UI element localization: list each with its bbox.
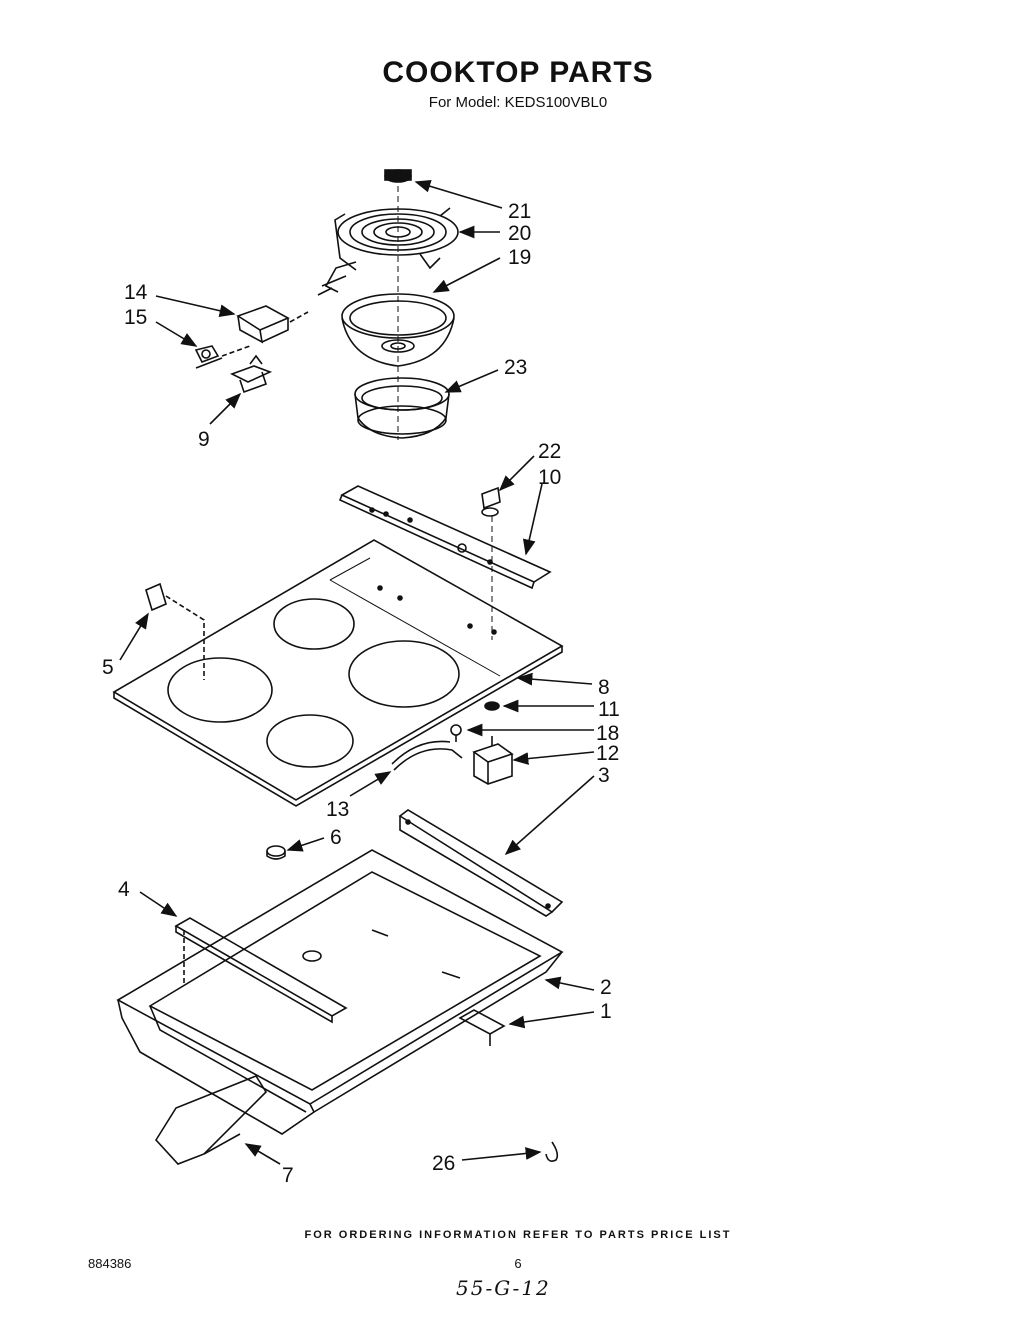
- callout-12: 12: [596, 742, 619, 765]
- part-18-nut: [450, 724, 462, 742]
- callout-5: 5: [102, 656, 114, 679]
- callout-20: 20: [508, 222, 531, 245]
- callout-19: 19: [508, 246, 531, 269]
- part-1-bracket: [458, 1009, 506, 1046]
- part-15-clip: [194, 345, 251, 369]
- callout-23: 23: [504, 356, 527, 379]
- part-7-channel: [154, 1075, 268, 1165]
- callout-14: 14: [124, 281, 148, 304]
- part-23-trim-ring: [354, 377, 450, 439]
- part-10-control-panel: [338, 485, 552, 590]
- part-4-bracket: [174, 917, 348, 1024]
- model-subtitle: For Model: KEDS100VBL0: [428, 94, 608, 111]
- part-21-cap: [384, 169, 412, 183]
- part-3-brace: [398, 809, 564, 917]
- part-5-thermostat: [145, 582, 205, 680]
- part-14-terminal-block: [236, 305, 309, 344]
- part-8-cooktop: [112, 539, 564, 807]
- callout-6: 6: [330, 826, 342, 849]
- handwritten-note: 55-G-12: [456, 1276, 551, 1300]
- callout-9: 9: [198, 428, 210, 451]
- callout-26: 26: [432, 1152, 455, 1175]
- callout-11: 11: [598, 698, 620, 721]
- callout-21: 21: [508, 200, 531, 223]
- callout-3: 3: [598, 764, 610, 787]
- callout-18: 18: [596, 722, 619, 745]
- callout-2: 2: [600, 976, 612, 999]
- document-number: 884386: [88, 1256, 132, 1271]
- callout-10: 10: [538, 466, 561, 489]
- part-9-receptacle: [229, 354, 273, 394]
- page-number: 6: [514, 1256, 522, 1271]
- callout-22: 22: [538, 440, 561, 463]
- page-title: COOKTOP PARTS: [382, 56, 654, 89]
- part-13-wire: [391, 740, 463, 771]
- callout-15: 15: [124, 306, 147, 329]
- part-11-washer: [484, 701, 500, 711]
- callout-4: 4: [118, 878, 130, 901]
- part-26-clip: [545, 1141, 559, 1162]
- part-22-knob: [481, 486, 501, 640]
- part-12-switch: [472, 736, 514, 785]
- callout-7: 7: [282, 1164, 294, 1187]
- part-6-plug: [266, 845, 286, 860]
- callout-1: 1: [600, 1000, 612, 1023]
- part-20-surface-element: [317, 207, 459, 296]
- part-2-burner-box: [116, 849, 564, 1135]
- callout-13: 13: [326, 798, 349, 821]
- ordering-note: FOR ORDERING INFORMATION REFER TO PARTS …: [304, 1229, 732, 1241]
- callout-8: 8: [598, 676, 610, 699]
